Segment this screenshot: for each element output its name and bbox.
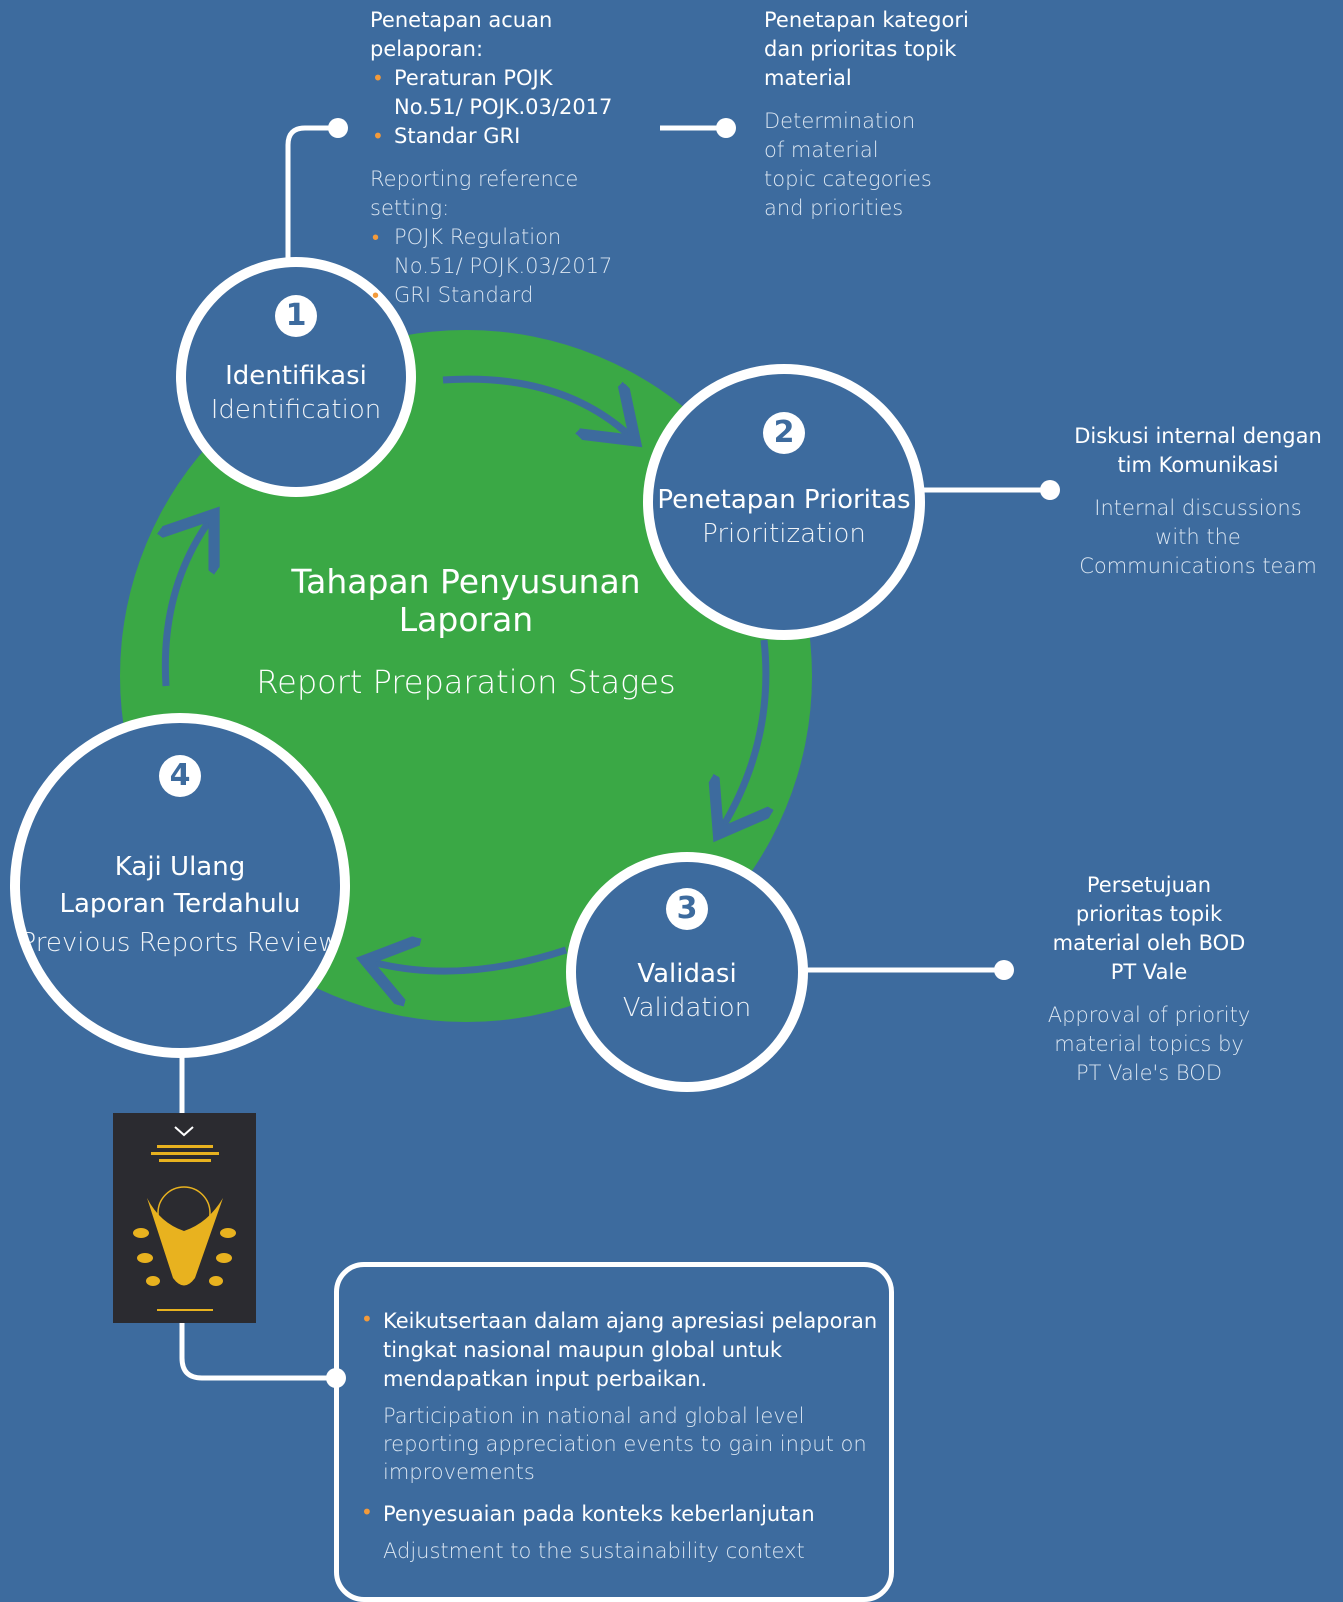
review-box: Keikutsertaan dalam ajang apresiasi pela… [334, 1262, 894, 1602]
stage-1-number: 1 [275, 295, 317, 337]
review-item-2-id: Penyesuaian pada konteks keberlanjutan [383, 1502, 815, 1526]
stage-2-title-id: Penetapan Prioritas [657, 485, 911, 515]
identification-bullet-id-1: Peraturan POJK No.51/ POJK.03/2017 [370, 64, 614, 122]
stage-2-number: 2 [763, 412, 805, 454]
arrow-2-to-3 [722, 639, 766, 828]
report-cover-image [113, 1113, 256, 1323]
report-cover-artwork [113, 1113, 256, 1323]
prioritization-note: Diskusi internal dengan tim Komunikasi I… [1072, 422, 1324, 581]
review-item-2: Penyesuaian pada konteks keberlanjutan A… [359, 1500, 879, 1566]
stage-4-number: 4 [159, 755, 201, 797]
identification-bullet-en-2: GRI Standard [370, 281, 660, 310]
review-item-1: Keikutsertaan dalam ajang apresiasi pela… [359, 1307, 879, 1486]
validation-text-id: Persetujuan prioritas topik material ole… [1052, 873, 1246, 984]
stage-3-number: 3 [666, 888, 708, 930]
identification-bullet-en-1: POJK Regulation No.51/ POJK.03/2017 [370, 223, 634, 281]
stage-4-title-id-line1: Kaji Ulang [114, 851, 246, 882]
identification-bullets-en: POJK Regulation No.51/ POJK.03/2017 GRI … [370, 223, 660, 310]
stage-4-title-en: Previous Reports Review [20, 927, 340, 958]
stage-3-circle: 3 Validasi Validation [566, 852, 808, 1092]
review-list: Keikutsertaan dalam ajang apresiasi pela… [359, 1307, 879, 1566]
stage-1-title-en: Identification [210, 395, 382, 425]
arrow-4-to-1 [165, 520, 210, 687]
prioritization-text-en: Internal discussions with the Communicat… [1079, 496, 1317, 578]
center-title-id: Tahapan Penyusunan Laporan [291, 562, 641, 639]
identification-right-text-id: Penetapan kategori dan prioritas topik m… [764, 8, 969, 90]
arrow-3-to-4 [372, 950, 568, 971]
stage-3-title-en: Validation [622, 993, 752, 1023]
review-item-2-en: Adjustment to the sustainability context [383, 1539, 805, 1563]
connector-identification [285, 125, 338, 262]
stage-4-circle: 4 Kaji Ulang Laporan Terdahulu Previous … [10, 713, 350, 1058]
center-title-en: Report Preparation Stages [256, 663, 676, 701]
arrow-1-to-2 [442, 375, 630, 436]
stage-2-circle: 2 Penetapan Prioritas Prioritization [643, 364, 925, 640]
review-item-1-en: Participation in national and global lev… [383, 1404, 867, 1484]
identification-bullet-id-2: Standar GRI [370, 122, 660, 151]
identification-heading-en: Reporting reference setting: [370, 167, 579, 220]
review-item-1-id: Keikutsertaan dalam ajang apresiasi pela… [383, 1309, 878, 1391]
identification-right-text-en: Determination of material topic categori… [764, 109, 932, 220]
identification-heading-id: Penetapan acuan pelaporan: [370, 8, 553, 61]
validation-note: Persetujuan prioritas topik material ole… [1040, 871, 1258, 1088]
stage-1-title-id: Identifikasi [225, 361, 367, 391]
identification-right-note: Penetapan kategori dan prioritas topik m… [764, 6, 974, 223]
stage-2-title-en: Prioritization [702, 519, 866, 549]
prioritization-text-id: Diskusi internal dengan tim Komunikasi [1074, 424, 1322, 477]
validation-text-en: Approval of priority material topics by … [1047, 1003, 1251, 1085]
stage-4-title-id-line2: Laporan Terdahulu [59, 888, 301, 919]
connector-review [179, 1055, 336, 1381]
stage-3-title-id: Validasi [637, 959, 737, 989]
stage-1-circle: 1 Identifikasi Identification [176, 257, 416, 497]
identification-note: Penetapan acuan pelaporan: Peraturan POJ… [370, 6, 660, 310]
identification-bullets-id: Peraturan POJK No.51/ POJK.03/2017 Stand… [370, 64, 660, 151]
